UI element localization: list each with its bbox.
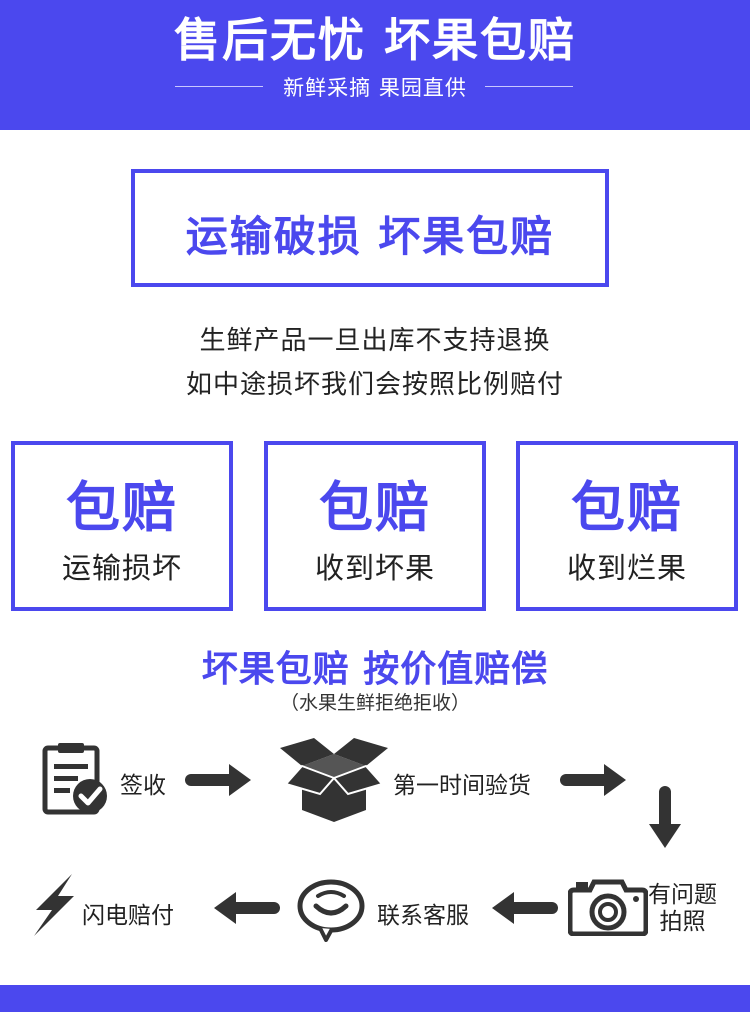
divider-right (485, 86, 573, 87)
arrow-left-icon (492, 892, 558, 924)
tile-bad-fruit: 包赔 收到坏果 (264, 441, 486, 611)
tile-heading: 包赔 (571, 476, 683, 539)
step-photo-line-2: 拍照 (659, 909, 706, 935)
step-sign-label: 签收 (120, 773, 166, 799)
footer-bar (0, 985, 750, 1012)
tile-heading: 包赔 (66, 476, 178, 539)
open-box-icon (280, 738, 388, 822)
step-inspect-label: 第一时间验货 (393, 773, 531, 799)
step-photo-line-1: 有问题 (648, 882, 717, 908)
compensation-title: 坏果包赔 按价值赔偿 (201, 649, 549, 690)
step-photo-label: 有问题 拍照 (648, 882, 717, 936)
step-support-label: 联系客服 (377, 903, 469, 929)
clipboard-check-icon (42, 743, 107, 815)
chat-smile-icon (297, 879, 365, 942)
tile-caption: 运输损坏 (61, 551, 182, 585)
camera-icon (568, 879, 648, 936)
lightning-icon (34, 874, 74, 936)
arrow-down-icon (649, 786, 681, 848)
notice-line-2: 如中途损坏我们会按照比例赔付 (185, 370, 564, 400)
step-payout-label: 闪电赔付 (82, 903, 174, 929)
arrow-right-icon (185, 764, 251, 796)
tile-caption: 收到烂果 (566, 551, 687, 585)
transport-damage-banner: 运输破损 坏果包赔 (131, 169, 609, 287)
header-subtitle: 新鲜采摘 果园直供 (283, 76, 467, 100)
page-title: 售后无忧 坏果包赔 (173, 13, 576, 67)
notice-line-1: 生鲜产品一旦出库不支持退换 (199, 326, 551, 356)
compensation-note: （水果生鲜拒绝拒收） (279, 692, 470, 714)
tile-heading: 包赔 (319, 476, 431, 539)
header-banner: 售后无忧 坏果包赔 新鲜采摘 果园直供 (0, 0, 750, 130)
divider-left (175, 86, 263, 87)
arrow-right-icon (560, 764, 626, 796)
tile-rotten-fruit: 包赔 收到烂果 (516, 441, 738, 611)
header-subtitle-row: 新鲜采摘 果园直供 (0, 72, 750, 102)
arrow-left-icon (214, 892, 280, 924)
tile-caption: 收到坏果 (314, 551, 435, 585)
transport-damage-text: 运输破损 坏果包赔 (185, 212, 555, 261)
tile-transport-damage: 包赔 运输损坏 (11, 441, 233, 611)
